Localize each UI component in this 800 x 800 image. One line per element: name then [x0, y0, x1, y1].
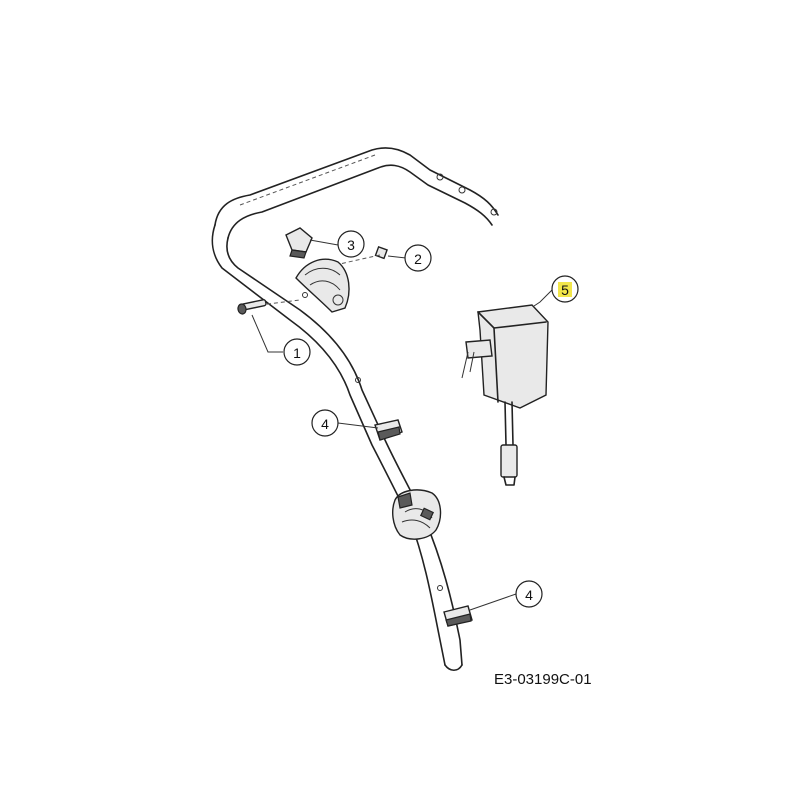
callout-5: 5 [551, 275, 579, 303]
part-5-charger [461, 304, 549, 486]
callout-4-lower-label: 4 [525, 587, 533, 603]
leader-lines [251, 239, 553, 611]
callout-1-label: 1 [293, 345, 301, 361]
switch-housing [295, 258, 350, 313]
callout-4-upper-label: 4 [321, 416, 329, 432]
part-2-nut [374, 245, 388, 260]
leader-3 [309, 239, 339, 246]
callout-4-lower: 4 [515, 580, 543, 608]
leader-5 [533, 289, 553, 307]
assembly-line [334, 254, 381, 266]
highlight-marker [558, 282, 572, 297]
callout-2: 2 [404, 244, 432, 272]
control-unit [392, 489, 442, 540]
callout-2-label: 2 [414, 251, 422, 267]
callout-3-label: 3 [347, 237, 355, 253]
callout-4-upper: 4 [311, 409, 339, 437]
leader-4a [337, 422, 379, 429]
drawing-code: E3-03199C-01 [494, 671, 592, 688]
leader-4b [469, 593, 517, 611]
leader-1 [251, 314, 283, 353]
callout-3: 3 [337, 230, 365, 258]
leader-2 [387, 255, 407, 259]
callout-5-label: 5 [561, 282, 569, 298]
part-4-cable-clip-upper [374, 419, 403, 441]
handle-bar [211, 147, 499, 672]
callout-1: 1 [283, 338, 311, 366]
part-3-switch-cap [285, 227, 313, 259]
part-4-cable-clip-lower [443, 605, 473, 627]
part-1-screw [237, 299, 267, 315]
